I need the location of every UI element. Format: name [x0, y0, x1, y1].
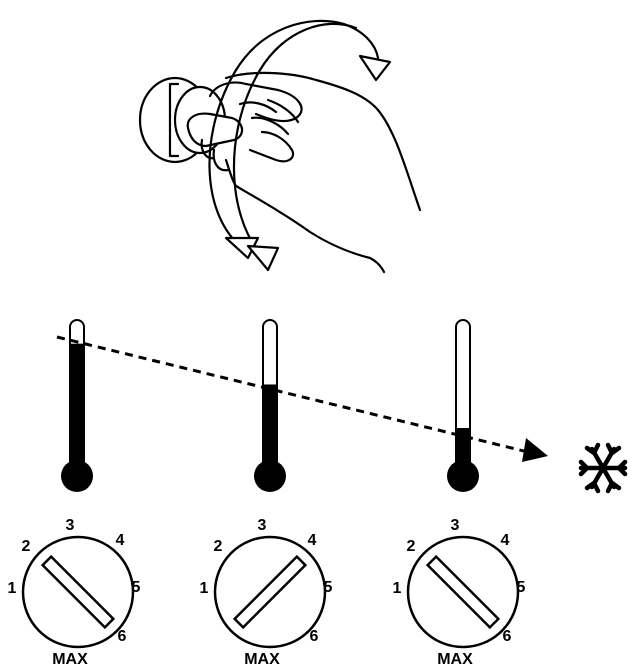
dial-number-2: 2: [214, 538, 223, 555]
dial-number-1: 1: [200, 580, 209, 597]
snowflake-icon: [578, 442, 628, 494]
thermometer-mercury: [71, 343, 83, 468]
dial-number-4: 4: [308, 532, 317, 549]
dial-number-1: 1: [393, 580, 402, 597]
dial-number-6: 6: [310, 628, 319, 645]
dial-number-3: 3: [258, 517, 267, 534]
dashed-arrow-icon: [56, 335, 548, 462]
dial-number-6: 6: [503, 628, 512, 645]
dial-max-label: MAX: [437, 651, 473, 668]
dial-number-5: 5: [517, 579, 526, 596]
thermometer-bulb: [447, 460, 479, 492]
thermometer-icon: [447, 319, 479, 492]
dial-pointer: [232, 554, 308, 630]
dial-number-3: 3: [451, 517, 460, 534]
dial-max-label: MAX: [244, 651, 280, 668]
thermometer-icon: [254, 319, 286, 492]
thermometer-mercury: [264, 384, 276, 468]
thermometer-bulb: [254, 460, 286, 492]
thermometer-bulb: [61, 460, 93, 492]
dial-number-5: 5: [132, 579, 141, 596]
thermometer-icon: [61, 319, 93, 492]
thermometer-row: [61, 319, 479, 492]
dial-number-2: 2: [22, 538, 31, 555]
dial-number-3: 3: [66, 517, 75, 534]
dial-number-4: 4: [116, 532, 125, 549]
dial-pointer: [425, 554, 501, 630]
dial-number-1: 1: [8, 580, 17, 597]
dial-number-2: 2: [407, 538, 416, 555]
hand-turning-knob-icon: [138, 19, 422, 274]
dial-number-6: 6: [118, 628, 127, 645]
dial-number-4: 4: [501, 532, 510, 549]
dial-number-5: 5: [324, 579, 333, 596]
dial-max-label: MAX: [52, 651, 88, 668]
dial-pointer: [40, 554, 116, 630]
